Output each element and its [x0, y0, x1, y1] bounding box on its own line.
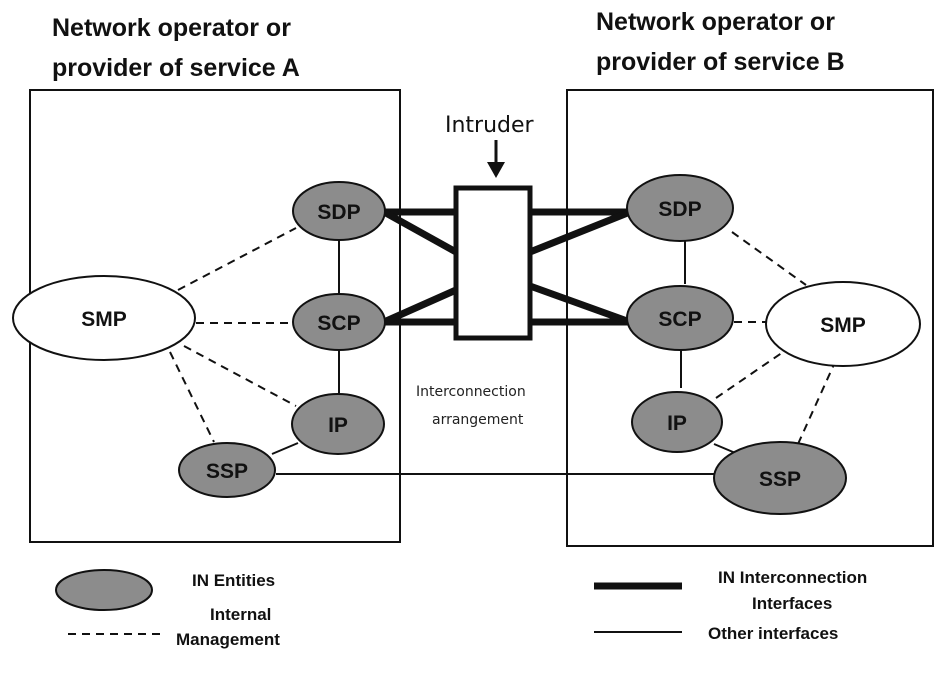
sdp-node-b: [626, 174, 734, 242]
ip-node-b: [631, 391, 723, 453]
sdp-label-a: SDP: [317, 201, 360, 224]
interconnection-lines-left: [382, 208, 458, 326]
title-left-line1: Network operator or: [52, 14, 291, 42]
ssp-node-a: [178, 442, 276, 498]
scp-node-b: [626, 285, 734, 351]
legend-interconnection-line2: Interfaces: [752, 594, 832, 613]
legend-internal-line1: Internal: [210, 605, 271, 624]
ssp-label-a: SSP: [206, 460, 248, 483]
ip-label-a: IP: [328, 414, 348, 437]
title-right-line2: provider of service B: [596, 48, 845, 76]
legend-interconnection-line1: IN Interconnection: [718, 568, 867, 587]
interconnection-arrangement-line2: arrangement: [432, 412, 524, 428]
legend: IN Entities Internal Management IN Inter…: [55, 568, 867, 649]
ssp-label-b: SSP: [759, 468, 801, 491]
smp-node-b: [765, 281, 921, 367]
scp-node-a: [292, 293, 386, 351]
legend-entities-label: IN Entities: [192, 571, 275, 590]
links-left: [169, 227, 340, 455]
operator-b-box: [566, 89, 934, 547]
sdp-label-b: SDP: [658, 198, 701, 221]
legend-entity-swatch: [55, 569, 153, 611]
ip-node-a: [291, 393, 385, 455]
ssp-node-b: [713, 441, 847, 515]
ip-label-b: IP: [667, 412, 687, 435]
intruder-label: Intruder: [445, 113, 535, 138]
scp-label-b: SCP: [658, 308, 701, 331]
interconnection-lines-right: [528, 208, 632, 326]
sdp-node-a: [292, 181, 386, 241]
smp-label-a: SMP: [81, 308, 127, 331]
title-left-line2: provider of service A: [52, 54, 300, 82]
smp-node-a: [12, 275, 196, 361]
scp-label-a: SCP: [317, 312, 360, 335]
interconnection-arrangement-line1: Interconnection: [416, 384, 526, 400]
intruder-arrow: [487, 140, 505, 178]
title-right-line1: Network operator or: [596, 8, 835, 36]
intruder-box: [453, 185, 533, 341]
legend-internal-line2: Management: [176, 630, 280, 649]
legend-other-label: Other interfaces: [708, 624, 838, 643]
smp-label-b: SMP: [820, 314, 866, 337]
